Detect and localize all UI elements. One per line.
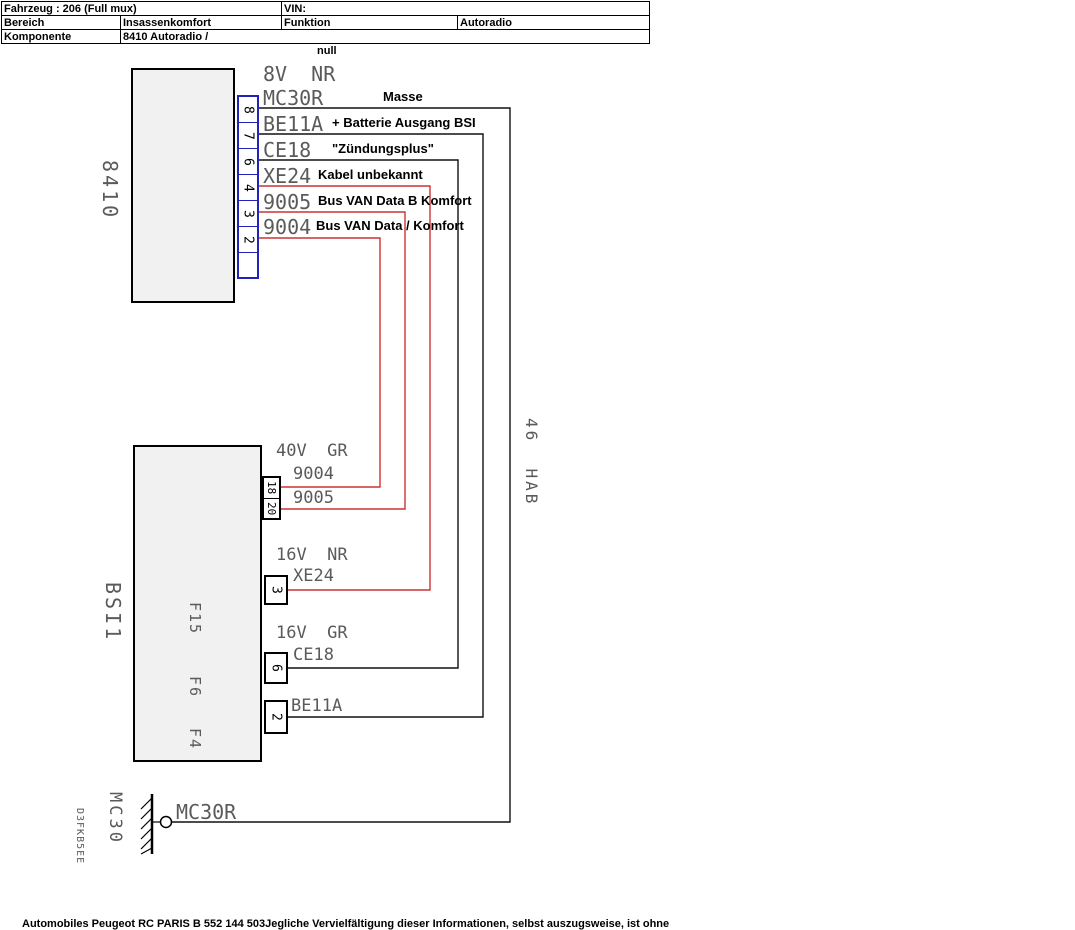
wire-label-xe24: XE24 <box>263 164 312 188</box>
header-funktion-label: Funktion <box>282 16 458 30</box>
annotation-van-data-b: Bus VAN Data B Komfort <box>318 193 472 208</box>
null-label: null <box>317 45 337 57</box>
bsi-pin-cell: 20 <box>264 499 279 518</box>
radio-pin-4: 4 <box>240 183 256 192</box>
wire-label-mc30r: MC30R <box>263 86 324 110</box>
header-vehicle: Fahrzeug : 206 (Full mux) <box>2 2 282 16</box>
bsi-connector-3: 3 <box>264 575 288 605</box>
header-bereich-value: Insassenkomfort <box>121 16 282 30</box>
radio-pin-6: 6 <box>240 157 256 166</box>
fuse-label-f6: F6 <box>186 676 204 699</box>
bsi-wire-label-ce18: CE18 <box>293 645 334 665</box>
bsi-connector-2: 2 <box>264 700 288 734</box>
bsi-pin-cell: 6 <box>266 654 286 682</box>
bsi-wire-label-xe24: XE24 <box>293 566 334 586</box>
radio-pin-cell: 3 <box>239 201 257 227</box>
header-komponente-value: 8410 Autoradio / <box>121 30 650 44</box>
fuse-label-f4: F4 <box>186 728 204 751</box>
annotation-van-data: Bus VAN Data / Komfort <box>316 218 464 233</box>
annotation-zuendungsplus: "Zündungsplus" <box>332 141 434 156</box>
annotation-kabel-unbekannt: Kabel unbekannt <box>318 167 423 182</box>
radio-pin-2: 2 <box>240 235 256 244</box>
radio-pin-cell-empty <box>239 253 257 277</box>
bsi-pin-cell: 3 <box>266 577 286 603</box>
bsi-wire-label-be11a: BE11A <box>291 696 343 716</box>
header-funktion-value: Autoradio <box>458 16 650 30</box>
wire-label-be11a: BE11A <box>263 112 324 136</box>
bsi-voltage-40v-gr: 40V GR <box>276 441 348 461</box>
header-row-3: Komponente 8410 Autoradio / <box>2 30 650 44</box>
radio-component-box <box>131 68 235 303</box>
bsi-pin-18: 18 <box>265 481 278 495</box>
radio-pin-cell: 8 <box>239 97 257 123</box>
radio-voltage-label: 8V NR <box>263 62 336 86</box>
header-vin: VIN: <box>282 2 650 16</box>
radio-pin-8: 8 <box>240 105 256 114</box>
radio-pin-cell: 2 <box>239 227 257 253</box>
annotation-masse: Masse <box>383 89 423 104</box>
radio-pin-7: 7 <box>240 131 256 140</box>
bsi-component-label: BSI1 <box>101 582 125 643</box>
bsi-pin-20: 20 <box>265 501 278 516</box>
header-bereich-label: Bereich <box>2 16 121 30</box>
header-komponente-label: Komponente <box>2 30 121 44</box>
bsi-voltage-16v-gr: 16V GR <box>276 623 348 643</box>
ground-symbol <box>140 794 173 855</box>
wire-label-9004: 9004 <box>263 215 312 239</box>
ground-component-label: MC30 <box>105 792 125 845</box>
bsi-wire-label-9004: 9004 <box>293 464 334 484</box>
bsi-pin-cell: 2 <box>266 702 286 732</box>
wire-label-ce18: CE18 <box>263 138 312 162</box>
bsi-connector-6: 6 <box>264 652 288 684</box>
wire-xe24 <box>259 185 431 591</box>
wire-label-9005: 9005 <box>263 190 312 214</box>
header-row-2: Bereich Insassenkomfort Funktion Autorad… <box>2 16 650 30</box>
radio-pin-cell: 6 <box>239 149 257 175</box>
bsi-wire-label-9005: 9005 <box>293 488 334 508</box>
radio-pin-cell: 4 <box>239 175 257 201</box>
bsi-connector-18-20: 18 20 <box>262 476 281 520</box>
radio-pin-3: 3 <box>240 209 256 218</box>
fuse-label-f15: F15 <box>186 602 204 636</box>
bsi-component-box <box>133 445 262 762</box>
radio-pin-cell: 7 <box>239 123 257 149</box>
harness-label: 46 HAB <box>522 418 541 507</box>
radio-connector: 8 7 6 4 3 2 <box>237 95 259 279</box>
bsi-pin-2: 2 <box>268 713 284 721</box>
header-table: Fahrzeug : 206 (Full mux) VIN: Bereich I… <box>1 1 650 44</box>
bsi-pin-cell: 18 <box>264 478 279 499</box>
radio-component-label: 8410 <box>98 160 122 221</box>
doc-code-label: D3FKB5EE <box>74 808 85 865</box>
bsi-pin-3: 3 <box>268 586 284 594</box>
bsi-pin-6: 6 <box>268 664 284 672</box>
bsi-voltage-16v-nr: 16V NR <box>276 545 348 565</box>
header-row-1: Fahrzeug : 206 (Full mux) VIN: <box>2 2 650 16</box>
ground-wire-label: MC30R <box>176 800 237 824</box>
annotation-batterie: + Batterie Ausgang BSI <box>332 115 476 130</box>
footer-copyright: Automobiles Peugeot RC PARIS B 552 144 5… <box>22 918 670 930</box>
